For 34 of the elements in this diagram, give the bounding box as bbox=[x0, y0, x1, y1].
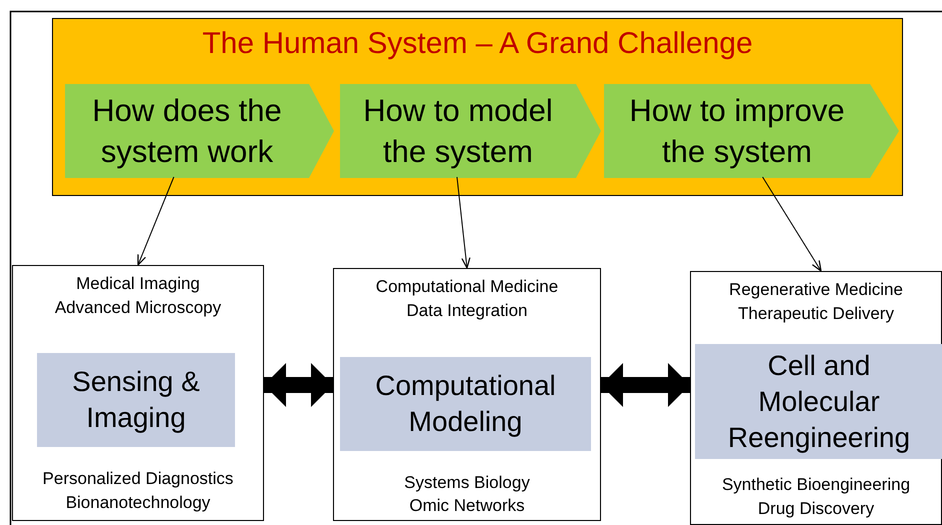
field-box bbox=[695, 344, 942, 459]
field-box bbox=[37, 353, 235, 447]
panel-title: The Human System – A Grand Challenge bbox=[201, 27, 754, 61]
topic-text: Regenerative Medicine bbox=[728, 280, 904, 300]
topic-text: Systems Biology bbox=[403, 473, 531, 493]
topic-text: Drug Discovery bbox=[756, 499, 876, 519]
field-title: Cell and Molecular Reengineering bbox=[726, 348, 912, 455]
double-arrow bbox=[264, 363, 333, 407]
field-title: Computational Modeling bbox=[374, 369, 557, 439]
double-arrow bbox=[601, 363, 690, 407]
field-box bbox=[340, 357, 591, 451]
arrow bbox=[137, 176, 174, 266]
challenge-panel bbox=[52, 18, 903, 196]
arrow bbox=[762, 176, 822, 272]
topic-text: Bionanotechnology bbox=[64, 493, 212, 513]
question-text: How to model the system bbox=[362, 92, 554, 171]
process-step bbox=[65, 84, 334, 178]
topic-text: Computational Medicine bbox=[374, 277, 560, 297]
process-step bbox=[340, 84, 601, 178]
field-title: Sensing & Imaging bbox=[71, 365, 201, 435]
topic-box bbox=[333, 268, 601, 521]
topic-text: Personalized Diagnostics bbox=[42, 469, 234, 489]
topic-box bbox=[12, 265, 264, 521]
topic-text: Advanced Microscopy bbox=[54, 298, 222, 318]
topic-box bbox=[690, 271, 942, 525]
topic-text: Data Integration bbox=[406, 301, 528, 321]
question-text: How to improve the system bbox=[628, 92, 846, 171]
process-step bbox=[604, 84, 899, 178]
topic-text: Synthetic Bioengineering bbox=[720, 475, 912, 495]
topic-text: Therapeutic Delivery bbox=[737, 304, 895, 324]
topic-text: Medical Imaging bbox=[75, 274, 201, 294]
question-text: How does the system work bbox=[91, 92, 283, 171]
arrow bbox=[456, 176, 470, 269]
topic-text: Omic Networks bbox=[408, 496, 526, 516]
